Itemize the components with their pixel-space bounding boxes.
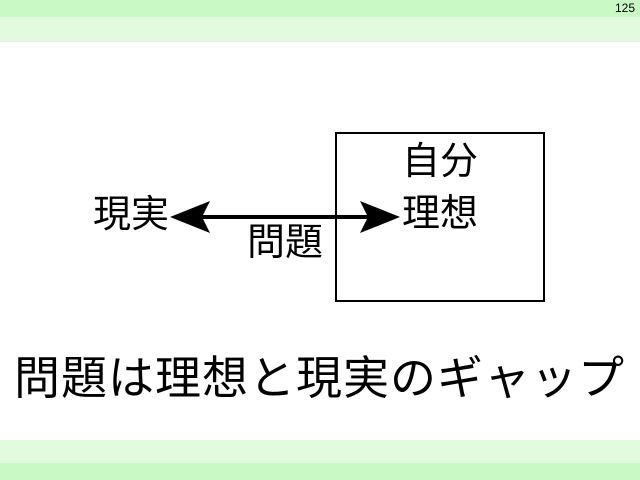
top-band-dark-green (0, 0, 640, 17)
double-headed-arrow-icon (170, 201, 400, 233)
bottom-band-dark-green (0, 463, 640, 480)
ideal-label: 理想 (401, 193, 478, 235)
slide-title: 問題は理想と現実のギャップ (14, 352, 625, 404)
reality-label: 現実 (93, 194, 170, 236)
page-number: 125 (614, 1, 635, 15)
problem-label: 問題 (247, 222, 324, 264)
top-band-light-green (0, 17, 640, 42)
bottom-band-light-green (0, 440, 640, 463)
self-label: 自分 (401, 141, 478, 183)
